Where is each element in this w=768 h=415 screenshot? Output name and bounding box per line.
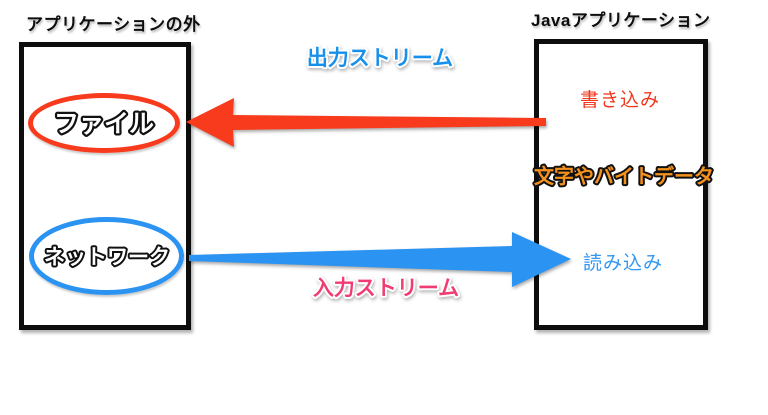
left-box-title: アプリケーションの外	[26, 15, 201, 34]
file-ellipse	[28, 93, 180, 153]
write-label: 書き込み	[580, 90, 661, 111]
read-label: 読み込み	[583, 253, 664, 274]
input-stream-label: 入力ストリーム	[313, 277, 459, 300]
java-application-box	[534, 39, 708, 330]
outside-application-box	[19, 42, 191, 330]
input-stream-arrow	[189, 232, 571, 287]
output-stream-label: 出力ストリーム	[307, 47, 453, 70]
right-box-title: Javaアプリケーション	[531, 11, 711, 30]
output-stream-arrow	[186, 98, 546, 147]
network-ellipse	[29, 217, 184, 295]
